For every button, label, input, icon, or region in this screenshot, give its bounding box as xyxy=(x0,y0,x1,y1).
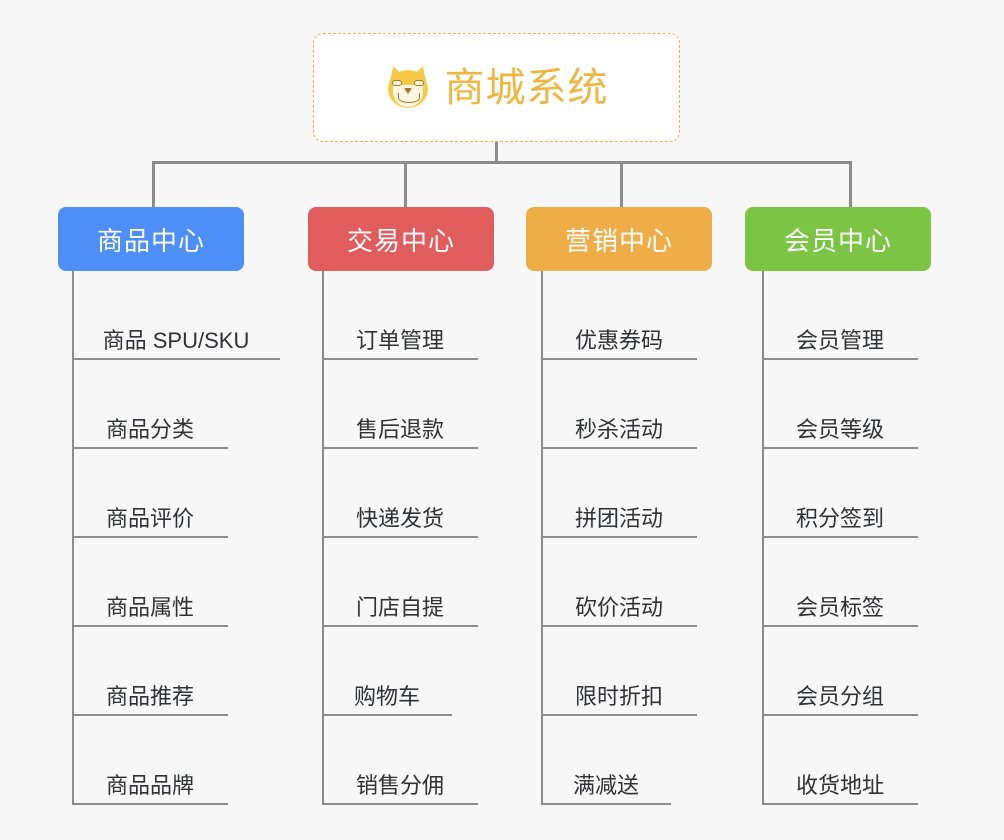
leaf-item[interactable]: 购物车 xyxy=(322,627,452,716)
leaf-trunk-line xyxy=(322,271,324,805)
leaf-item[interactable]: 订单管理 xyxy=(322,271,478,360)
leaf-item[interactable]: 秒杀活动 xyxy=(541,360,697,449)
leaf-item-label: 商品推荐 xyxy=(105,683,194,709)
leaf-item-label: 商品 SPU/SKU xyxy=(102,327,250,353)
category-box-product-center[interactable]: 商品中心 xyxy=(58,207,244,271)
leaf-item-label: 购物车 xyxy=(353,683,420,709)
leaf-item-label: 满减送 xyxy=(572,772,639,798)
leaf-trunk-line xyxy=(762,271,764,805)
leaf-item[interactable]: 积分签到 xyxy=(762,449,918,538)
leaf-item-label: 售后退款 xyxy=(355,416,444,442)
leaf-item-label: 限时折扣 xyxy=(574,683,663,709)
leaf-item[interactable]: 砍价活动 xyxy=(541,538,697,627)
connector-root-stem xyxy=(495,142,498,164)
leaf-item-label: 会员分组 xyxy=(795,683,884,709)
connector-drop-4 xyxy=(849,161,852,209)
leaf-item[interactable]: 商品属性 xyxy=(72,538,228,627)
connector-drop-3 xyxy=(620,161,623,209)
category-box-member-center[interactable]: 会员中心 xyxy=(745,207,931,271)
leaf-item[interactable]: 商品推荐 xyxy=(72,627,228,716)
leaf-item-label: 门店自提 xyxy=(355,594,444,620)
leaf-item-label: 商品品牌 xyxy=(105,772,194,798)
leaf-item[interactable]: 限时折扣 xyxy=(541,627,697,716)
leaf-item[interactable]: 销售分佣 xyxy=(322,716,478,805)
leaf-item-label: 快递发货 xyxy=(355,505,444,531)
category-label: 营销中心 xyxy=(564,225,673,256)
leaf-trunk-line xyxy=(541,271,543,805)
leaf-item-label: 优惠券码 xyxy=(574,327,663,353)
root-node-title: 商城系统 xyxy=(444,65,609,110)
leaf-item[interactable]: 收货地址 xyxy=(762,716,918,805)
leaf-item[interactable]: 商品 SPU/SKU xyxy=(72,271,280,360)
connector-horizontal-bus xyxy=(152,161,852,164)
root-node-mall-system[interactable]: 商城系统 xyxy=(313,33,680,142)
leaf-item[interactable]: 商品品牌 xyxy=(72,716,228,805)
category-label: 商品中心 xyxy=(96,225,205,256)
leaf-item[interactable]: 商品分类 xyxy=(72,360,228,449)
shiba-dog-face-icon xyxy=(385,63,431,111)
leaf-item[interactable]: 会员等级 xyxy=(762,360,918,449)
connector-drop-2 xyxy=(404,161,407,209)
leaf-item-label: 会员管理 xyxy=(795,327,884,353)
leaf-item[interactable]: 会员标签 xyxy=(762,538,918,627)
leaf-item[interactable]: 会员管理 xyxy=(762,271,918,360)
leaf-item[interactable]: 快递发货 xyxy=(322,449,478,538)
leaf-item-label: 销售分佣 xyxy=(355,772,444,798)
leaf-item-label: 拼团活动 xyxy=(574,505,663,531)
leaf-item-label: 商品分类 xyxy=(105,416,194,442)
leaf-item[interactable]: 拼团活动 xyxy=(541,449,697,538)
leaf-item[interactable]: 优惠券码 xyxy=(541,271,697,360)
leaf-item-label: 会员标签 xyxy=(795,594,884,620)
leaf-item[interactable]: 门店自提 xyxy=(322,538,478,627)
leaf-item-label: 秒杀活动 xyxy=(574,416,663,442)
category-label: 交易中心 xyxy=(346,225,455,256)
category-box-marketing-center[interactable]: 营销中心 xyxy=(526,207,712,271)
leaf-item[interactable]: 售后退款 xyxy=(322,360,478,449)
leaf-item[interactable]: 会员分组 xyxy=(762,627,918,716)
leaf-item-label: 砍价活动 xyxy=(574,594,663,620)
leaf-item-label: 会员等级 xyxy=(795,416,884,442)
leaf-item[interactable]: 满减送 xyxy=(541,716,671,805)
category-box-trade-center[interactable]: 交易中心 xyxy=(308,207,494,271)
leaf-item-label: 商品属性 xyxy=(105,594,194,620)
category-label: 会员中心 xyxy=(783,225,892,256)
connector-drop-1 xyxy=(152,161,155,209)
leaf-item-label: 商品评价 xyxy=(105,505,194,531)
leaf-item-label: 积分签到 xyxy=(795,505,884,531)
leaf-item[interactable]: 商品评价 xyxy=(72,449,228,538)
leaf-item-label: 收货地址 xyxy=(795,772,884,798)
leaf-trunk-line xyxy=(72,271,74,805)
leaf-item-label: 订单管理 xyxy=(355,327,444,353)
